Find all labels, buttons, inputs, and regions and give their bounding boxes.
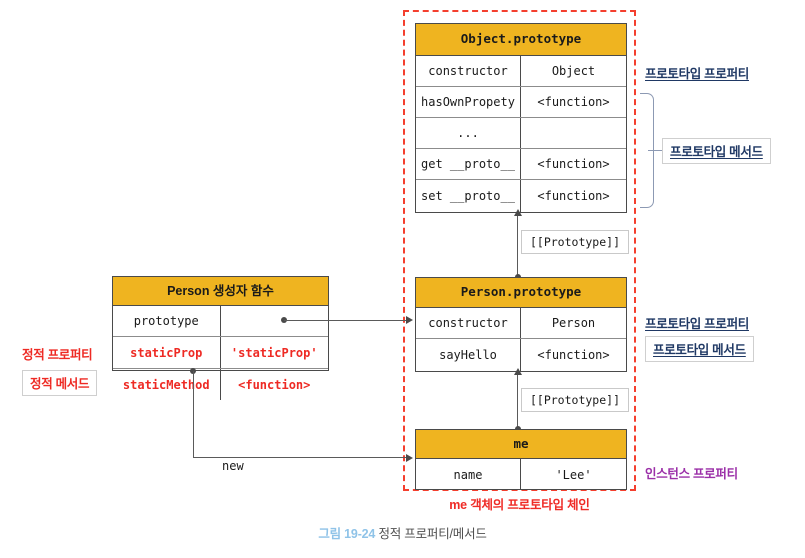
- object-prototype-table: Object.prototype constructor Object hasO…: [415, 23, 627, 213]
- cell-value: Person: [551, 316, 596, 330]
- cell-key: get __proto__: [416, 149, 521, 179]
- link-arrow-right-me-instance: [406, 453, 413, 462]
- annotation-static-method: 정적 메서드: [22, 370, 98, 396]
- me-instance-title: me: [416, 430, 626, 459]
- new-operator-label: new: [222, 459, 244, 473]
- cell-value: <function>: [537, 348, 610, 362]
- cell-value: [221, 306, 329, 336]
- figure-number: 그림 19-24: [318, 527, 376, 541]
- object-prototype-title: Object.prototype: [416, 24, 626, 56]
- cell-key: constructor: [416, 56, 521, 86]
- link-new-vertical: [192, 371, 194, 458]
- table-row: hasOwnPropety <function>: [416, 87, 626, 118]
- cell-key: constructor: [416, 308, 521, 338]
- cell-key: ...: [416, 118, 521, 148]
- link-person-proto-to-object-proto: [517, 213, 519, 277]
- table-row-static-method: staticMethod <function>: [113, 369, 328, 400]
- link-arrow-right-person-prototype: [406, 315, 413, 324]
- link-arrow-up-object-prototype: [513, 209, 522, 216]
- table-row: prototype: [113, 306, 328, 337]
- table-row: name 'Lee': [416, 459, 626, 490]
- person-prototype-table: Person.prototype constructor Person sayH…: [415, 277, 627, 372]
- cell-value: [521, 118, 626, 148]
- prototype-slot-tag-bottom: [[Prototype]]: [521, 388, 629, 412]
- table-row-static-property: staticProp 'staticProp': [113, 337, 328, 369]
- cell-key: name: [416, 459, 521, 490]
- prototype-chain-label: me 객체의 프로토타입 체인: [449, 498, 590, 512]
- cell-value: Object: [551, 64, 596, 78]
- link-new-horizontal: [192, 457, 410, 459]
- cell-value: 'staticProp': [230, 345, 318, 360]
- link-arrow-up-person-prototype: [513, 368, 522, 375]
- person-constructor-table: Person 생성자 함수 prototype staticProp 'stat…: [112, 276, 329, 400]
- table-row: get __proto__ <function>: [416, 149, 626, 180]
- cell-key: staticMethod: [113, 369, 221, 400]
- cell-key: sayHello: [416, 339, 521, 371]
- table-row: constructor Person: [416, 308, 626, 339]
- cell-key: set __proto__: [416, 180, 521, 212]
- annotation-person-prototype-property: 프로토타입 프로퍼티: [645, 317, 749, 331]
- annotation-instance-property: 인스턴스 프로퍼티: [645, 467, 738, 481]
- link-prototype-to-person-prototype: [284, 319, 409, 321]
- cell-value: <function>: [537, 157, 610, 171]
- cell-key: hasOwnPropety: [416, 87, 521, 117]
- cell-key: prototype: [113, 306, 221, 336]
- cell-value: <function>: [537, 95, 610, 109]
- annotation-person-prototype-method: 프로토타입 메서드: [645, 336, 754, 362]
- annotation-object-prototype-method: 프로토타입 메서드: [662, 138, 771, 164]
- me-instance-table: me name 'Lee': [415, 429, 627, 490]
- figure-caption: 그림 19-24 정적 프로퍼티/메서드: [0, 523, 805, 542]
- cell-value: <function>: [537, 189, 610, 203]
- figure-caption-text: 정적 프로퍼티/메서드: [378, 527, 487, 541]
- link-me-to-person-prototype: [517, 372, 519, 429]
- cell-value: <function>: [238, 377, 311, 392]
- person-prototype-title: Person.prototype: [416, 278, 626, 308]
- person-constructor-title: Person 생성자 함수: [113, 277, 328, 306]
- table-row: ...: [416, 118, 626, 149]
- prototype-slot-tag-top: [[Prototype]]: [521, 230, 629, 254]
- cell-value: 'Lee': [555, 467, 592, 482]
- prototype-chain-boundary: [403, 10, 636, 491]
- table-row: constructor Object: [416, 56, 626, 87]
- annotation-static-property: 정적 프로퍼티: [22, 348, 93, 362]
- table-row: sayHello <function>: [416, 339, 626, 371]
- cell-key: staticProp: [113, 337, 221, 368]
- prototype-method-brace-stem: [648, 150, 662, 152]
- annotation-object-prototype-property: 프로토타입 프로퍼티: [645, 67, 749, 81]
- table-row: set __proto__ <function>: [416, 180, 626, 212]
